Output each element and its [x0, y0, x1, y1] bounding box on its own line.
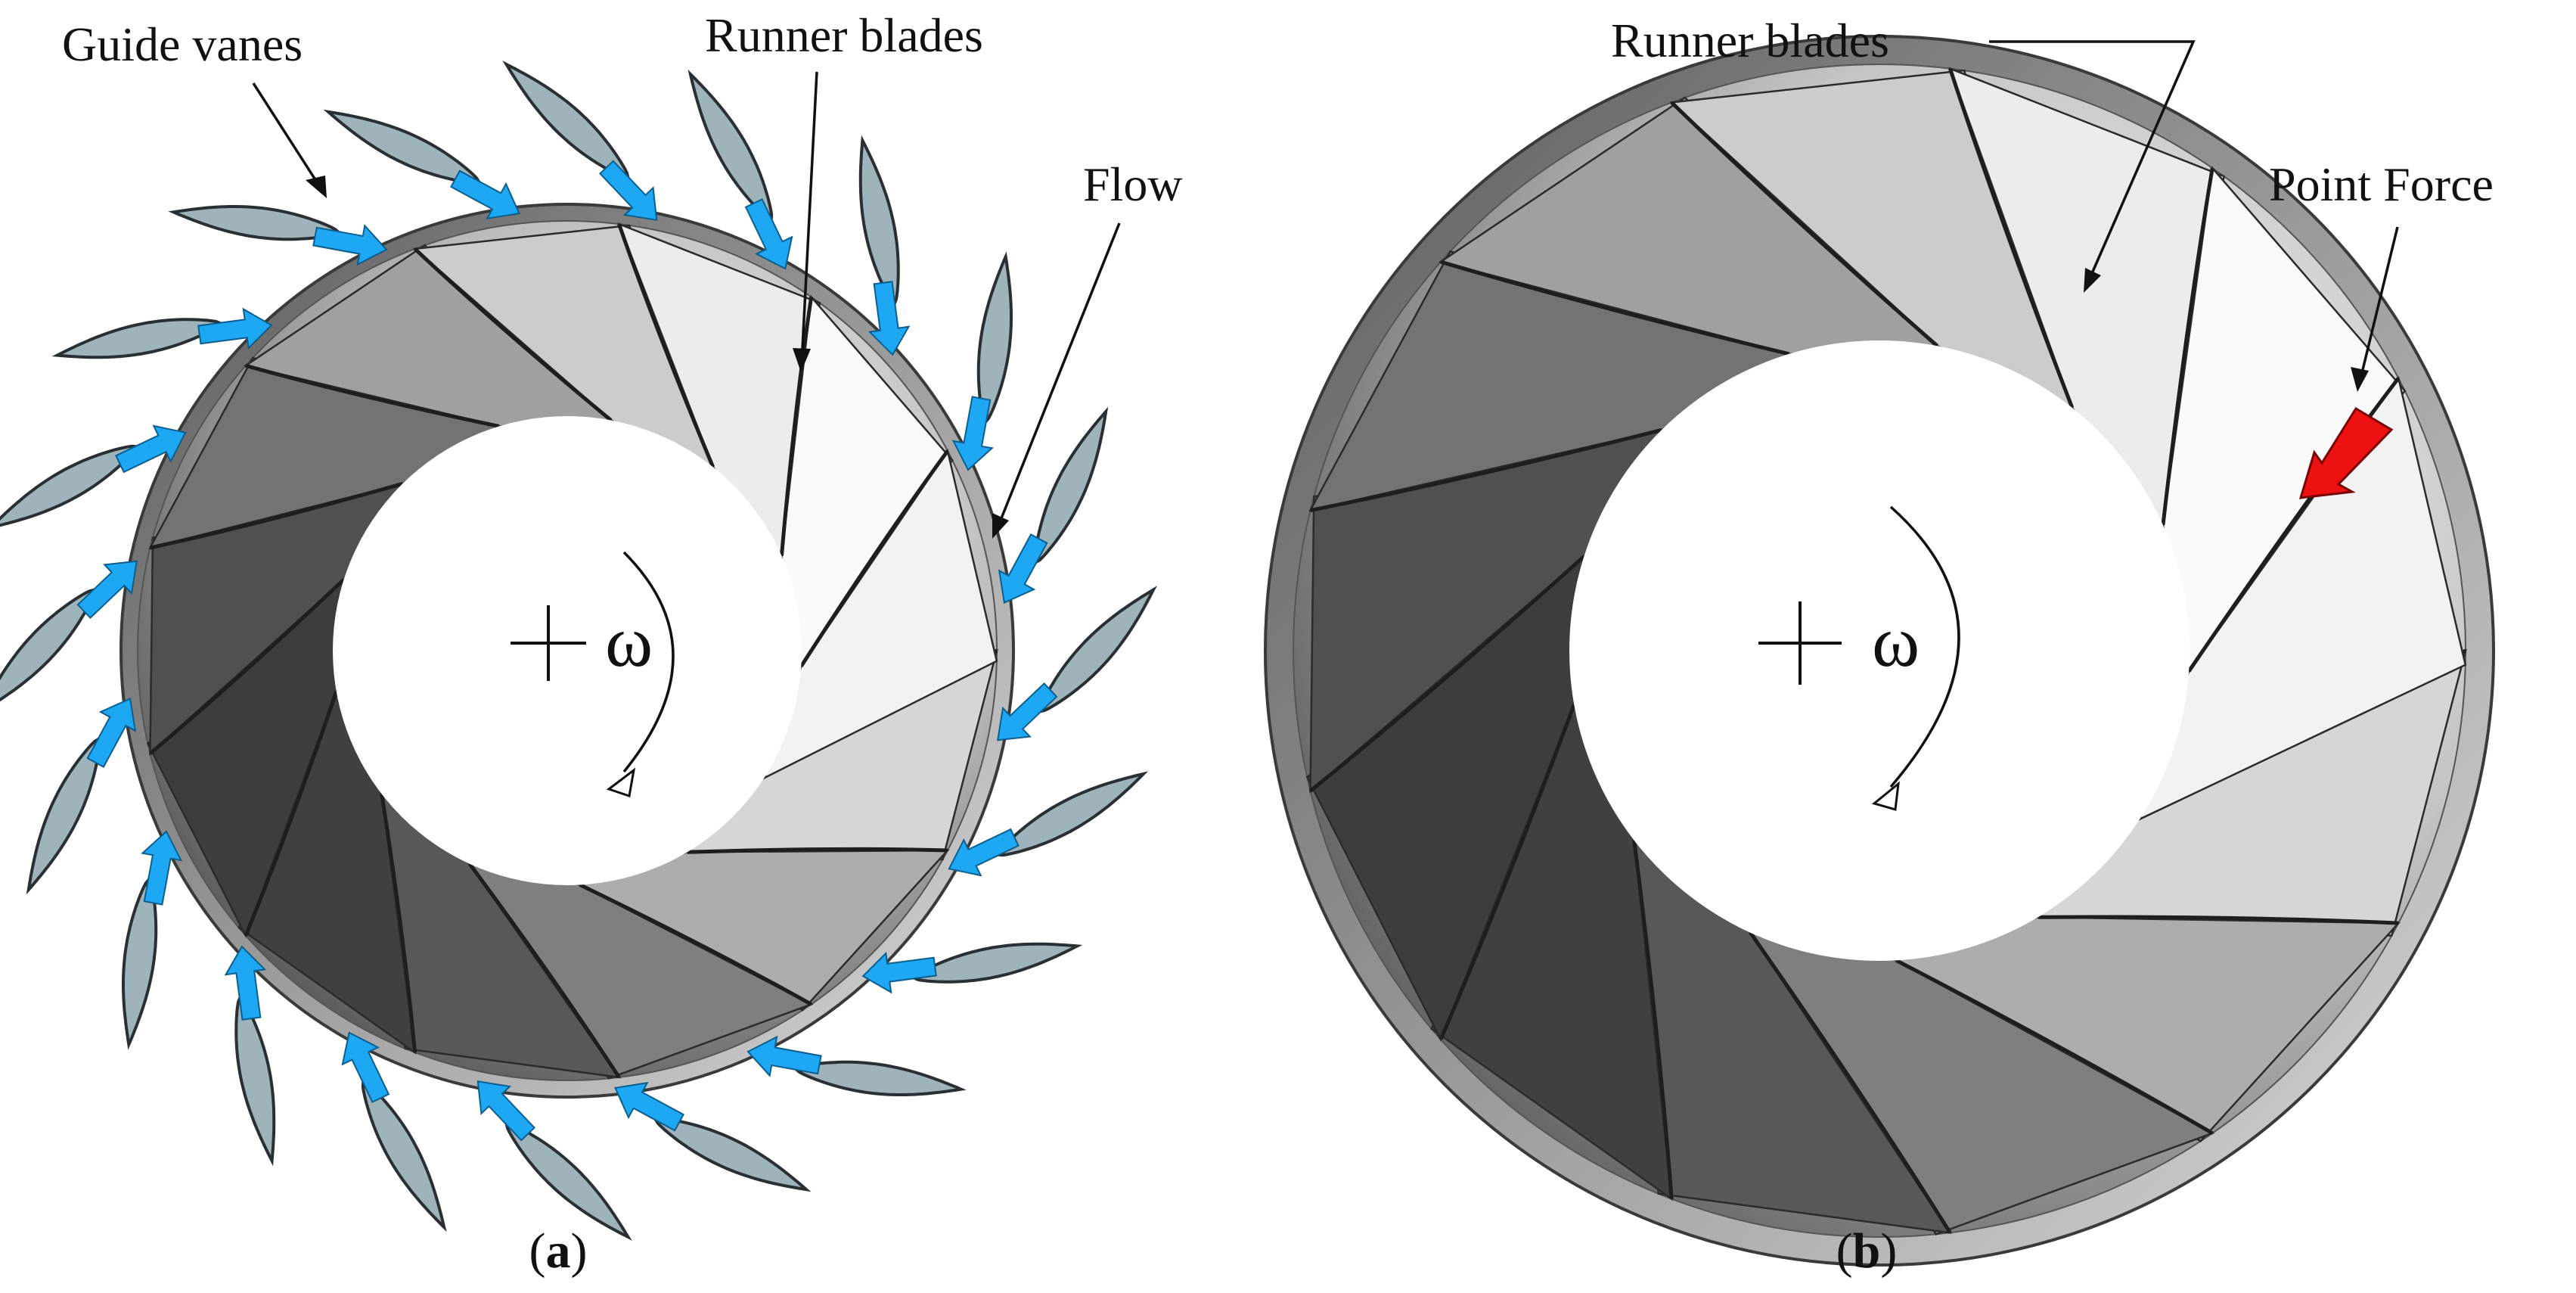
point-force-pointer-head [2351, 367, 2369, 392]
flow-arrow [76, 560, 138, 620]
flow-arrow [224, 945, 267, 1021]
runner-hub-opening [333, 416, 802, 885]
runner-blade-edge [467, 863, 621, 1079]
rotation-direction-arrow [622, 551, 675, 773]
runner-blade-edge [244, 691, 339, 937]
rotation-arrow-head [606, 767, 636, 797]
runner-blades-pointer-a [800, 71, 818, 364]
flow-arrow [598, 160, 658, 221]
guide-vane [26, 736, 101, 895]
guide-vane [502, 60, 631, 180]
flow-arrow [197, 307, 273, 350]
runner-blade-b-edge [1632, 840, 1674, 1199]
panel-b-runner: ω Runner blades Point Force (b) [1264, 14, 2495, 1279]
panel-a-runner-with-guide-vanes: ω Guide vanes Runner blades Flow (a) [0, 8, 1183, 1279]
guide-vane [858, 135, 900, 307]
runner-blade-edge [380, 794, 417, 1053]
flow-arrow [476, 1080, 536, 1142]
point-force-label: Point Force [2269, 157, 2494, 211]
runner-blade-edge [779, 297, 814, 556]
runner-blade-set [146, 222, 998, 1080]
guide-vanes-label: Guide vanes [62, 17, 303, 71]
flow-arrow [86, 698, 137, 768]
guide-vane [234, 994, 276, 1167]
flow-pointer-head [992, 513, 1009, 539]
guide-vane [1038, 586, 1158, 714]
omega-symbol-b: ω [1872, 601, 1920, 682]
guide-vane-ring [0, 60, 1158, 1242]
runner-blade-b-edge [1895, 959, 2214, 1135]
guide-vane [976, 251, 1013, 425]
flow-arrow [867, 281, 911, 356]
flow-arrow [614, 1081, 684, 1132]
guide-vane [1033, 406, 1109, 565]
guide-vane [122, 876, 158, 1050]
guide-vane [995, 771, 1149, 857]
guide-vane [911, 942, 1083, 984]
runner-blades-label-b: Runner blades [1611, 14, 1889, 67]
flow-arrow [861, 951, 937, 994]
runner-blade-edge [148, 578, 346, 755]
rotation-center-marker [511, 605, 586, 681]
runner-blade-edge [413, 247, 613, 422]
rotation-direction-arrow-b [1889, 505, 1960, 788]
flow-arrow [948, 828, 1020, 877]
guide-vanes-pointer-head [306, 176, 327, 198]
caption-b: (b) [1836, 1223, 1898, 1279]
caption-a: (a) [529, 1223, 588, 1279]
runner-blade-b-edge [1948, 67, 2075, 409]
runner-blade-edge [579, 883, 812, 1006]
guide-vane [361, 1079, 447, 1232]
flow-arrow [141, 830, 183, 906]
runner-blade-b-edge [1440, 260, 1790, 356]
runner-blade-edge [245, 363, 500, 428]
runner-blade-b-edge [2187, 377, 2401, 673]
guide-vane [0, 444, 139, 527]
rotation-center-marker-b [1758, 601, 1842, 685]
guide-vane [504, 1121, 632, 1242]
runner-blades-pointer-a-head [793, 348, 811, 372]
guide-vane [323, 109, 482, 185]
flow-label: Flow [1083, 157, 1183, 211]
runner-blades-pointer-b-head [2084, 268, 2101, 293]
guide-vane [793, 1060, 967, 1096]
guide-vane [653, 1117, 812, 1192]
runner-blade-edge [799, 449, 949, 668]
guide-vanes-pointer [252, 82, 323, 190]
runner-blades-label-a: Runner blades [705, 8, 983, 62]
guide-vane [687, 69, 774, 222]
omega-symbol: ω [605, 601, 653, 682]
flow-pointer [995, 222, 1121, 530]
runner-blade-edge [149, 482, 403, 550]
runner-blade-b-edge [1749, 931, 1952, 1234]
flow-arrow [998, 533, 1048, 604]
flow-arrow-set [76, 160, 1058, 1142]
flow-arrow [341, 1031, 390, 1103]
runner-blades-pointer-b [1989, 40, 2196, 284]
flow-arrow [115, 424, 187, 474]
runner-blade-b-edge [2038, 915, 2399, 925]
flow-arrow [997, 682, 1058, 741]
runner-blade-b-edge [2161, 167, 2214, 526]
guide-vane [168, 205, 342, 241]
flow-arrow [951, 396, 994, 471]
runner-blade-b-edge [1308, 555, 1586, 793]
runner-blade-b-edge [1439, 704, 1576, 1040]
flow-arrow [450, 169, 520, 220]
flow-arrow [746, 1035, 822, 1077]
rotation-arrow-head-b [1871, 781, 1900, 811]
runner-hub-opening-b [1569, 340, 2190, 961]
runner-blade-b-edge [1310, 427, 1662, 512]
runner-blade-edge [617, 223, 715, 468]
runner-blade-edge [687, 847, 948, 854]
point-force-arrow [2298, 406, 2394, 499]
runner-blade-b-edge [1670, 101, 1939, 348]
guide-vane [51, 318, 224, 359]
flow-arrow [744, 198, 793, 270]
point-force-pointer [2358, 226, 2399, 383]
flow-arrow [312, 224, 388, 266]
